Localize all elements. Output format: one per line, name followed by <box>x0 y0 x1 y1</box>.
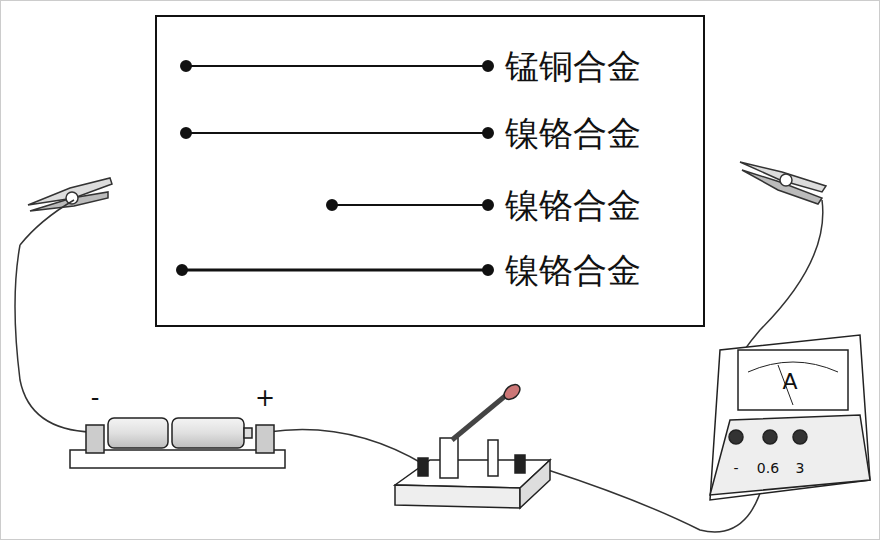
ammeter-face: A - 0.6 3 <box>710 335 870 500</box>
resistance-board <box>156 16 704 326</box>
alloy-label: 锰铜合金 <box>505 49 641 83</box>
meter-label: - <box>733 461 738 475</box>
meter-label: A <box>782 371 797 393</box>
knife-switch <box>395 382 550 508</box>
alloy-label: 镍铬合金 <box>505 188 641 222</box>
alligator-clip <box>20 178 112 245</box>
alligator-clip <box>740 162 826 204</box>
alloy-wires <box>177 61 493 275</box>
terminal-sign: - <box>91 386 100 410</box>
connecting-wires <box>15 200 823 532</box>
ammeter <box>710 335 870 500</box>
alloy-label: 镍铬合金 <box>505 116 641 150</box>
battery <box>70 418 285 468</box>
resistance-board: 锰铜合金镍铬合金镍铬合金镍铬合金 <box>156 16 704 326</box>
alloy-label: 镍铬合金 <box>505 253 641 287</box>
terminal-sign: + <box>255 386 275 410</box>
meter-label: 0.6 <box>757 461 779 475</box>
meter-label: 3 <box>796 461 805 475</box>
